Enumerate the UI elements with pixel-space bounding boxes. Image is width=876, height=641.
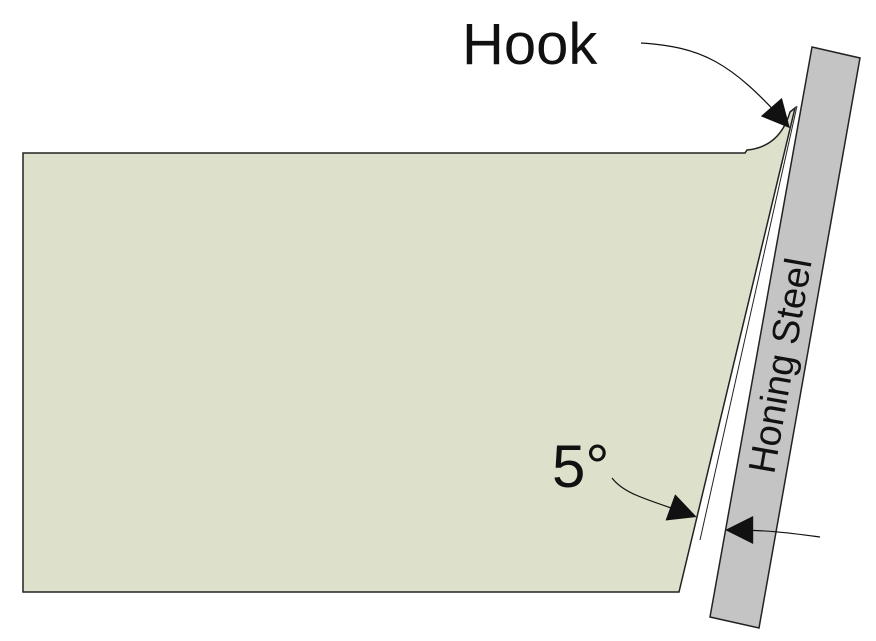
hook-arrow: [640, 42, 790, 129]
honing-steel-label: Honing Steel: [742, 255, 821, 477]
hook-label: Hook: [462, 12, 598, 77]
honing-steel-bar: [709, 46, 861, 629]
angle-arrow: [611, 477, 697, 521]
blade-shape: [22, 106, 797, 593]
angle-label: 5°: [552, 433, 609, 500]
force-arrow: [725, 516, 821, 545]
blade-edge-line: [699, 105, 798, 541]
